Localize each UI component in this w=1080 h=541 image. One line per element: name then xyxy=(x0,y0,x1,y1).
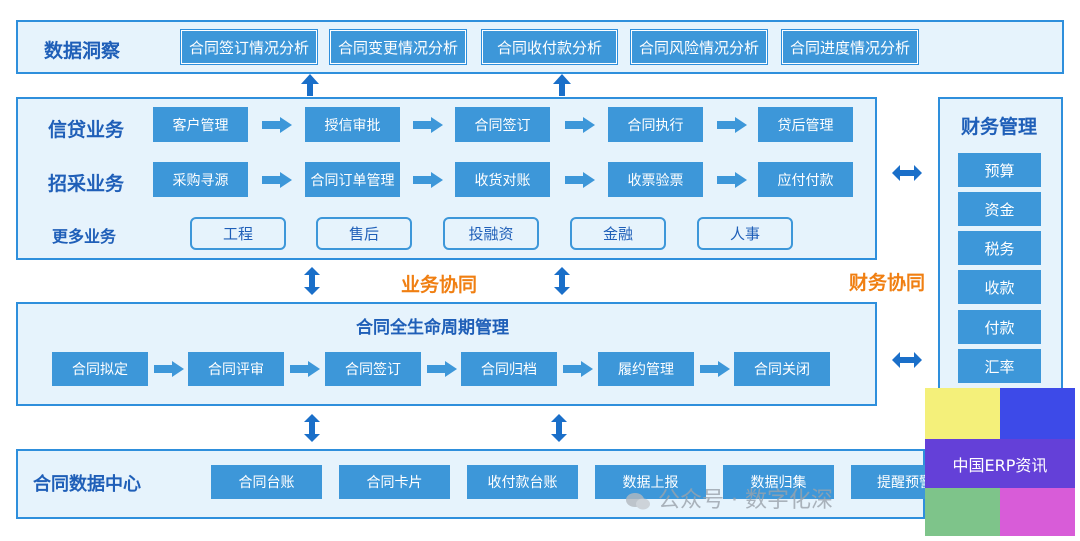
finance-collab-label: 财务协同 xyxy=(849,272,926,294)
credit-step-postloan[interactable]: 贷后管理 xyxy=(758,107,853,142)
finance-item-payment[interactable]: 付款 xyxy=(958,310,1041,344)
insight-item-progress[interactable]: 合同进度情况分析 xyxy=(782,30,918,64)
right-arrow-icon xyxy=(290,361,320,377)
badge-band xyxy=(925,439,1075,488)
datacenter-item-collect[interactable]: 数据归集 xyxy=(723,465,834,499)
insight-item-risk[interactable]: 合同风险情况分析 xyxy=(631,30,767,64)
badge-text: 中国ERP资讯 xyxy=(952,455,1048,475)
lifecycle-panel xyxy=(16,302,877,406)
finance-title: 财务管理 xyxy=(961,116,1038,138)
more-item-engineering[interactable]: 工程 xyxy=(190,217,286,250)
right-arrow-icon xyxy=(563,361,593,377)
insight-item-payment[interactable]: 合同收付款分析 xyxy=(482,30,617,64)
vertical-double-arrow-icon xyxy=(551,414,567,442)
datacenter-title: 合同数据中心 xyxy=(33,474,141,495)
lifecycle-step-close[interactable]: 合同关闭 xyxy=(734,352,830,386)
credit-step-execution[interactable]: 合同执行 xyxy=(608,107,703,142)
right-arrow-icon xyxy=(700,361,730,377)
lifecycle-title: 合同全生命周期管理 xyxy=(356,318,509,338)
horizontal-double-arrow-icon xyxy=(892,352,922,368)
vertical-double-arrow-icon xyxy=(304,414,320,442)
badge-green-block xyxy=(925,488,1000,536)
up-arrow-icon xyxy=(553,74,571,96)
vertical-double-arrow-icon xyxy=(554,267,570,295)
procure-step-order[interactable]: 合同订单管理 xyxy=(305,162,400,197)
right-arrow-icon xyxy=(262,117,292,133)
datacenter-item-report[interactable]: 数据上报 xyxy=(595,465,706,499)
business-collab-label: 业务协同 xyxy=(401,274,478,296)
finance-item-fx[interactable]: 汇率 xyxy=(958,349,1041,383)
right-arrow-icon xyxy=(262,172,292,188)
more-item-hr[interactable]: 人事 xyxy=(697,217,793,250)
horizontal-double-arrow-icon xyxy=(892,165,922,181)
more-item-aftersales[interactable]: 售后 xyxy=(316,217,412,250)
data-insight-title: 数据洞察 xyxy=(44,40,121,62)
right-arrow-icon xyxy=(565,117,595,133)
insight-item-change[interactable]: 合同变更情况分析 xyxy=(330,30,466,64)
right-arrow-icon xyxy=(413,172,443,188)
lifecycle-step-review[interactable]: 合同评审 xyxy=(188,352,284,386)
more-item-finance[interactable]: 金融 xyxy=(570,217,666,250)
badge-yellow-block xyxy=(925,388,1000,439)
watermark: 公众号 · 数字化深 xyxy=(625,482,833,514)
credit-step-approval[interactable]: 授信审批 xyxy=(305,107,400,142)
more-business-label: 更多业务 xyxy=(52,227,117,246)
finance-item-funds[interactable]: 资金 xyxy=(958,192,1041,226)
badge-blue-block xyxy=(1000,388,1075,439)
up-arrow-icon xyxy=(301,74,319,96)
right-arrow-icon xyxy=(565,172,595,188)
procure-step-sourcing[interactable]: 采购寻源 xyxy=(153,162,248,197)
badge-magenta-block xyxy=(1000,488,1075,536)
procure-step-invoice[interactable]: 收票验票 xyxy=(608,162,703,197)
insight-item-signing[interactable]: 合同签订情况分析 xyxy=(181,30,317,64)
lifecycle-step-sign[interactable]: 合同签订 xyxy=(325,352,421,386)
right-arrow-icon xyxy=(717,117,747,133)
more-item-investment[interactable]: 投融资 xyxy=(443,217,539,250)
datacenter-item-ledger[interactable]: 合同台账 xyxy=(211,465,322,499)
finance-item-receipt[interactable]: 收款 xyxy=(958,270,1041,304)
vertical-double-arrow-icon xyxy=(304,267,320,295)
credit-step-customer[interactable]: 客户管理 xyxy=(153,107,248,142)
procure-step-payable[interactable]: 应付付款 xyxy=(758,162,853,197)
lifecycle-step-draft[interactable]: 合同拟定 xyxy=(52,352,148,386)
right-arrow-icon xyxy=(413,117,443,133)
right-arrow-icon xyxy=(427,361,457,377)
datacenter-item-alert[interactable]: 提醒预警 xyxy=(851,465,925,499)
credit-step-signing[interactable]: 合同签订 xyxy=(455,107,550,142)
right-arrow-icon xyxy=(717,172,747,188)
lifecycle-step-performance[interactable]: 履约管理 xyxy=(598,352,694,386)
procure-business-label: 招采业务 xyxy=(48,173,125,195)
procure-step-receipt[interactable]: 收货对账 xyxy=(455,162,550,197)
wechat-icon xyxy=(625,491,651,511)
finance-item-tax[interactable]: 税务 xyxy=(958,231,1041,265)
datacenter-item-payment-ledger[interactable]: 收付款台账 xyxy=(467,465,578,499)
lifecycle-step-archive[interactable]: 合同归档 xyxy=(461,352,557,386)
credit-business-label: 信贷业务 xyxy=(48,119,125,141)
watermark-text: 公众号 · 数字化深 xyxy=(658,488,833,513)
right-arrow-icon xyxy=(154,361,184,377)
finance-item-budget[interactable]: 预算 xyxy=(958,153,1041,187)
datacenter-item-card[interactable]: 合同卡片 xyxy=(339,465,450,499)
